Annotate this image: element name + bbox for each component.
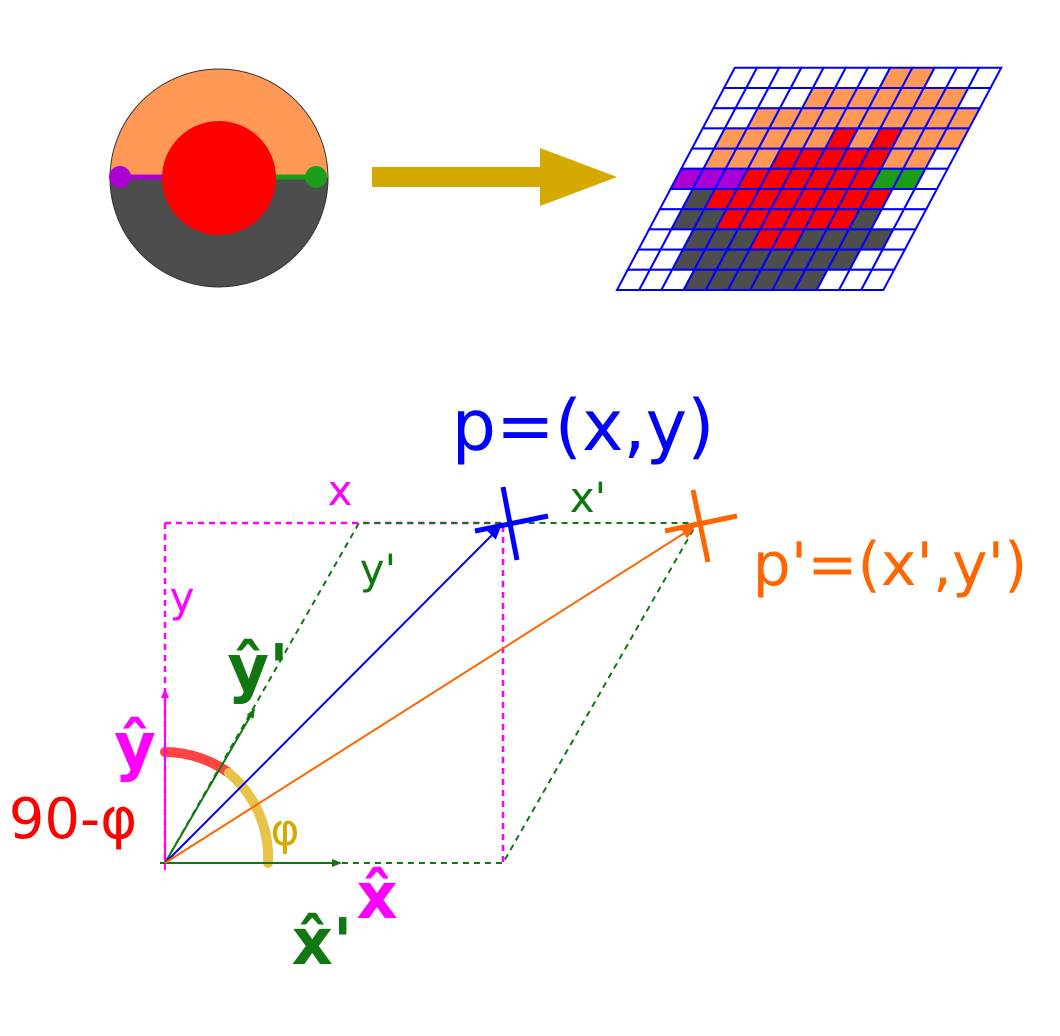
angle-complement-label: 90-φ xyxy=(9,787,137,852)
angle-complement-arc xyxy=(160,747,234,778)
p-prime-point-marker xyxy=(664,489,738,563)
p-prime-label: p'=(x',y') xyxy=(753,530,1028,600)
angle-phi-label: φ xyxy=(270,805,299,856)
x-hat-label: x̂ xyxy=(356,860,397,934)
p-point-marker xyxy=(474,486,549,561)
p-label: p=(x,y) xyxy=(452,385,715,467)
vector-diagram: p=(x,y) p'=(x',y') x x' y y' ŷ ŷ' x̂ x̂'… xyxy=(9,385,1028,980)
p-prime-vector xyxy=(164,525,696,864)
transform-arrow xyxy=(372,148,617,206)
p-vector xyxy=(164,525,502,864)
y-label: y xyxy=(170,573,195,622)
angle-phi-arc xyxy=(224,768,274,868)
y-hat-prime-vector xyxy=(164,708,256,864)
x-hat-prime-label: x̂' xyxy=(292,906,353,980)
purple-dot xyxy=(109,166,131,188)
grid-cell xyxy=(859,268,896,291)
y-prime-label: y' xyxy=(360,545,396,594)
y-hat-label: ŷ xyxy=(114,710,156,784)
green-dot xyxy=(305,166,327,188)
x-label: x xyxy=(328,466,353,515)
red-disc xyxy=(162,121,276,235)
x-prime-label: x' xyxy=(570,473,606,522)
y-hat-prime-label: ŷ' xyxy=(227,632,288,706)
sheared-pixel-grid xyxy=(615,66,1003,291)
source-object xyxy=(109,68,329,288)
